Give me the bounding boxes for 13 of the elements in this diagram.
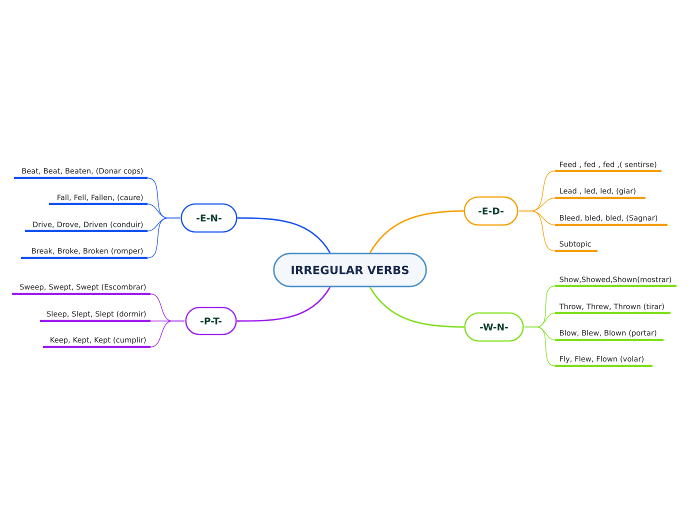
branch-line <box>369 286 464 328</box>
branch-line <box>147 218 180 258</box>
main-topic-box: -E-D- <box>464 196 518 226</box>
branch-line <box>524 326 556 366</box>
main-topic-box: -W-N- <box>464 312 524 342</box>
branch-line <box>236 286 331 322</box>
branch-line <box>369 210 464 254</box>
main-topic-box: -P-T- <box>185 306 237 336</box>
branch-line <box>237 217 331 254</box>
central-topic-box: IRREGULAR VERBS <box>273 252 427 288</box>
main-topic-box: -E-N- <box>180 203 238 233</box>
branch-line <box>518 210 556 252</box>
branch-line <box>150 320 185 348</box>
